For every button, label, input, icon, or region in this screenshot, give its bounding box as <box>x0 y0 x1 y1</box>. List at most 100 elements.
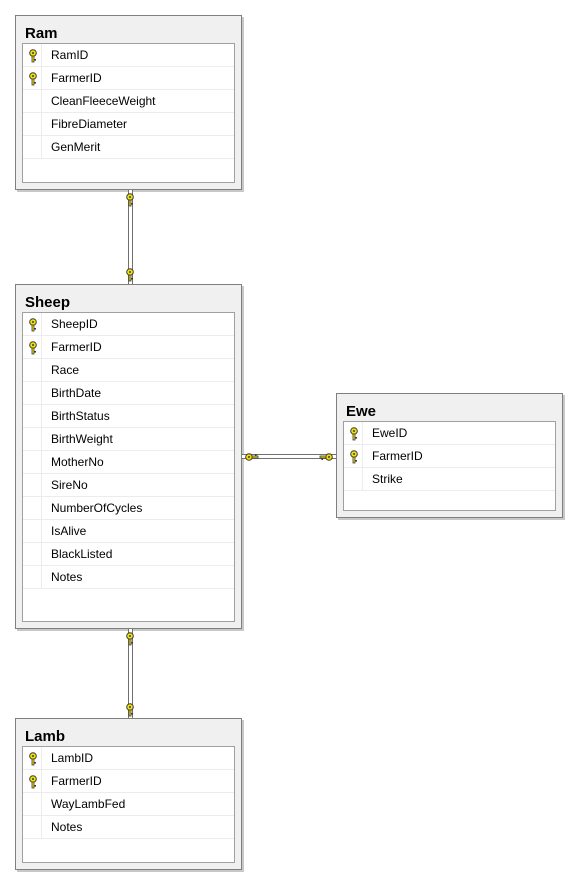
row-selector[interactable] <box>23 336 42 358</box>
table-title[interactable]: Ewe <box>346 403 377 420</box>
column-name: Notes <box>51 570 83 584</box>
relationship-key-icon <box>125 192 135 211</box>
column-row[interactable]: EweID <box>344 422 555 445</box>
primary-key-icon <box>28 774 38 789</box>
column-name: Race <box>51 363 80 377</box>
column-name: FarmerID <box>372 449 423 463</box>
column-row[interactable]: BlackListed <box>23 543 234 566</box>
primary-key-icon <box>28 751 38 766</box>
primary-key-icon <box>28 317 38 332</box>
relationship-sheep-ewe[interactable] <box>242 454 336 459</box>
column-name: Notes <box>51 820 83 834</box>
row-selector[interactable] <box>23 566 42 588</box>
table-title[interactable]: Lamb <box>25 728 66 745</box>
column-row[interactable]: NumberOfCycles <box>23 497 234 520</box>
column-name: EweID <box>372 426 408 440</box>
row-selector[interactable] <box>23 405 42 427</box>
row-selector[interactable] <box>23 474 42 496</box>
column-name: BirthDate <box>51 386 102 400</box>
row-selector[interactable] <box>344 468 363 490</box>
row-selector[interactable] <box>23 747 42 769</box>
row-selector[interactable] <box>23 382 42 404</box>
column-row[interactable]: FarmerID <box>23 336 234 359</box>
row-selector[interactable] <box>23 793 42 815</box>
column-row[interactable]: Notes <box>23 566 234 589</box>
column-row[interactable]: BirthWeight <box>23 428 234 451</box>
column-row[interactable]: FarmerID <box>23 770 234 793</box>
column-name: LambID <box>51 751 94 765</box>
column-name: BirthStatus <box>51 409 110 423</box>
row-selector[interactable] <box>23 113 42 135</box>
column-row[interactable]: BirthDate <box>23 382 234 405</box>
relationship-key-icon <box>319 449 333 468</box>
column-name: Strike <box>372 472 403 486</box>
column-row[interactable]: CleanFleeceWeight <box>23 90 234 113</box>
column-row[interactable]: Race <box>23 359 234 382</box>
column-name: RamID <box>51 48 89 62</box>
row-selector[interactable] <box>23 67 42 89</box>
relationship-key-icon <box>125 702 135 721</box>
column-name: WayLambFed <box>51 797 126 811</box>
row-selector[interactable] <box>23 359 42 381</box>
row-selector[interactable] <box>23 816 42 838</box>
primary-key-icon <box>349 449 359 464</box>
relationship-key-icon <box>245 449 259 468</box>
column-name: NumberOfCycles <box>51 501 143 515</box>
column-name: CleanFleeceWeight <box>51 94 156 108</box>
column-row[interactable]: FarmerID <box>23 67 234 90</box>
column-name: IsAlive <box>51 524 87 538</box>
row-selector[interactable] <box>23 497 42 519</box>
row-selector[interactable] <box>23 520 42 542</box>
primary-key-icon <box>28 48 38 63</box>
relationship-key-icon <box>125 267 135 286</box>
column-name: BlackListed <box>51 547 113 561</box>
column-row[interactable]: WayLambFed <box>23 793 234 816</box>
column-name: BirthWeight <box>51 432 113 446</box>
column-name: FibreDiameter <box>51 117 128 131</box>
row-selector[interactable] <box>23 136 42 158</box>
column-name: GenMerit <box>51 140 101 154</box>
column-row[interactable]: IsAlive <box>23 520 234 543</box>
column-name: SireNo <box>51 478 88 492</box>
relationship-sheep-lamb[interactable] <box>128 629 133 718</box>
primary-key-icon <box>349 426 359 441</box>
row-selector[interactable] <box>23 44 42 66</box>
row-selector[interactable] <box>23 90 42 112</box>
row-selector[interactable] <box>344 422 363 444</box>
table-title[interactable]: Sheep <box>25 294 71 311</box>
row-selector[interactable] <box>23 451 42 473</box>
column-row[interactable]: Strike <box>344 468 555 491</box>
row-selector[interactable] <box>23 313 42 335</box>
column-name: FarmerID <box>51 774 102 788</box>
row-selector[interactable] <box>23 770 42 792</box>
column-name: FarmerID <box>51 71 102 85</box>
row-selector[interactable] <box>23 428 42 450</box>
table-title[interactable]: Ram <box>25 25 58 42</box>
column-row[interactable]: SheepID <box>23 313 234 336</box>
column-row[interactable]: MotherNo <box>23 451 234 474</box>
column-name: MotherNo <box>51 455 104 469</box>
relationship-ram-sheep[interactable] <box>128 190 133 284</box>
column-row[interactable]: Notes <box>23 816 234 839</box>
column-name: SheepID <box>51 317 98 331</box>
column-row[interactable]: FibreDiameter <box>23 113 234 136</box>
primary-key-icon <box>28 71 38 86</box>
column-row[interactable]: SireNo <box>23 474 234 497</box>
column-row[interactable]: FarmerID <box>344 445 555 468</box>
row-selector[interactable] <box>344 445 363 467</box>
column-row[interactable]: BirthStatus <box>23 405 234 428</box>
row-selector[interactable] <box>23 543 42 565</box>
relationship-key-icon <box>125 631 135 650</box>
column-row[interactable]: GenMerit <box>23 136 234 159</box>
column-row[interactable]: RamID <box>23 44 234 67</box>
column-name: FarmerID <box>51 340 102 354</box>
column-row[interactable]: LambID <box>23 747 234 770</box>
